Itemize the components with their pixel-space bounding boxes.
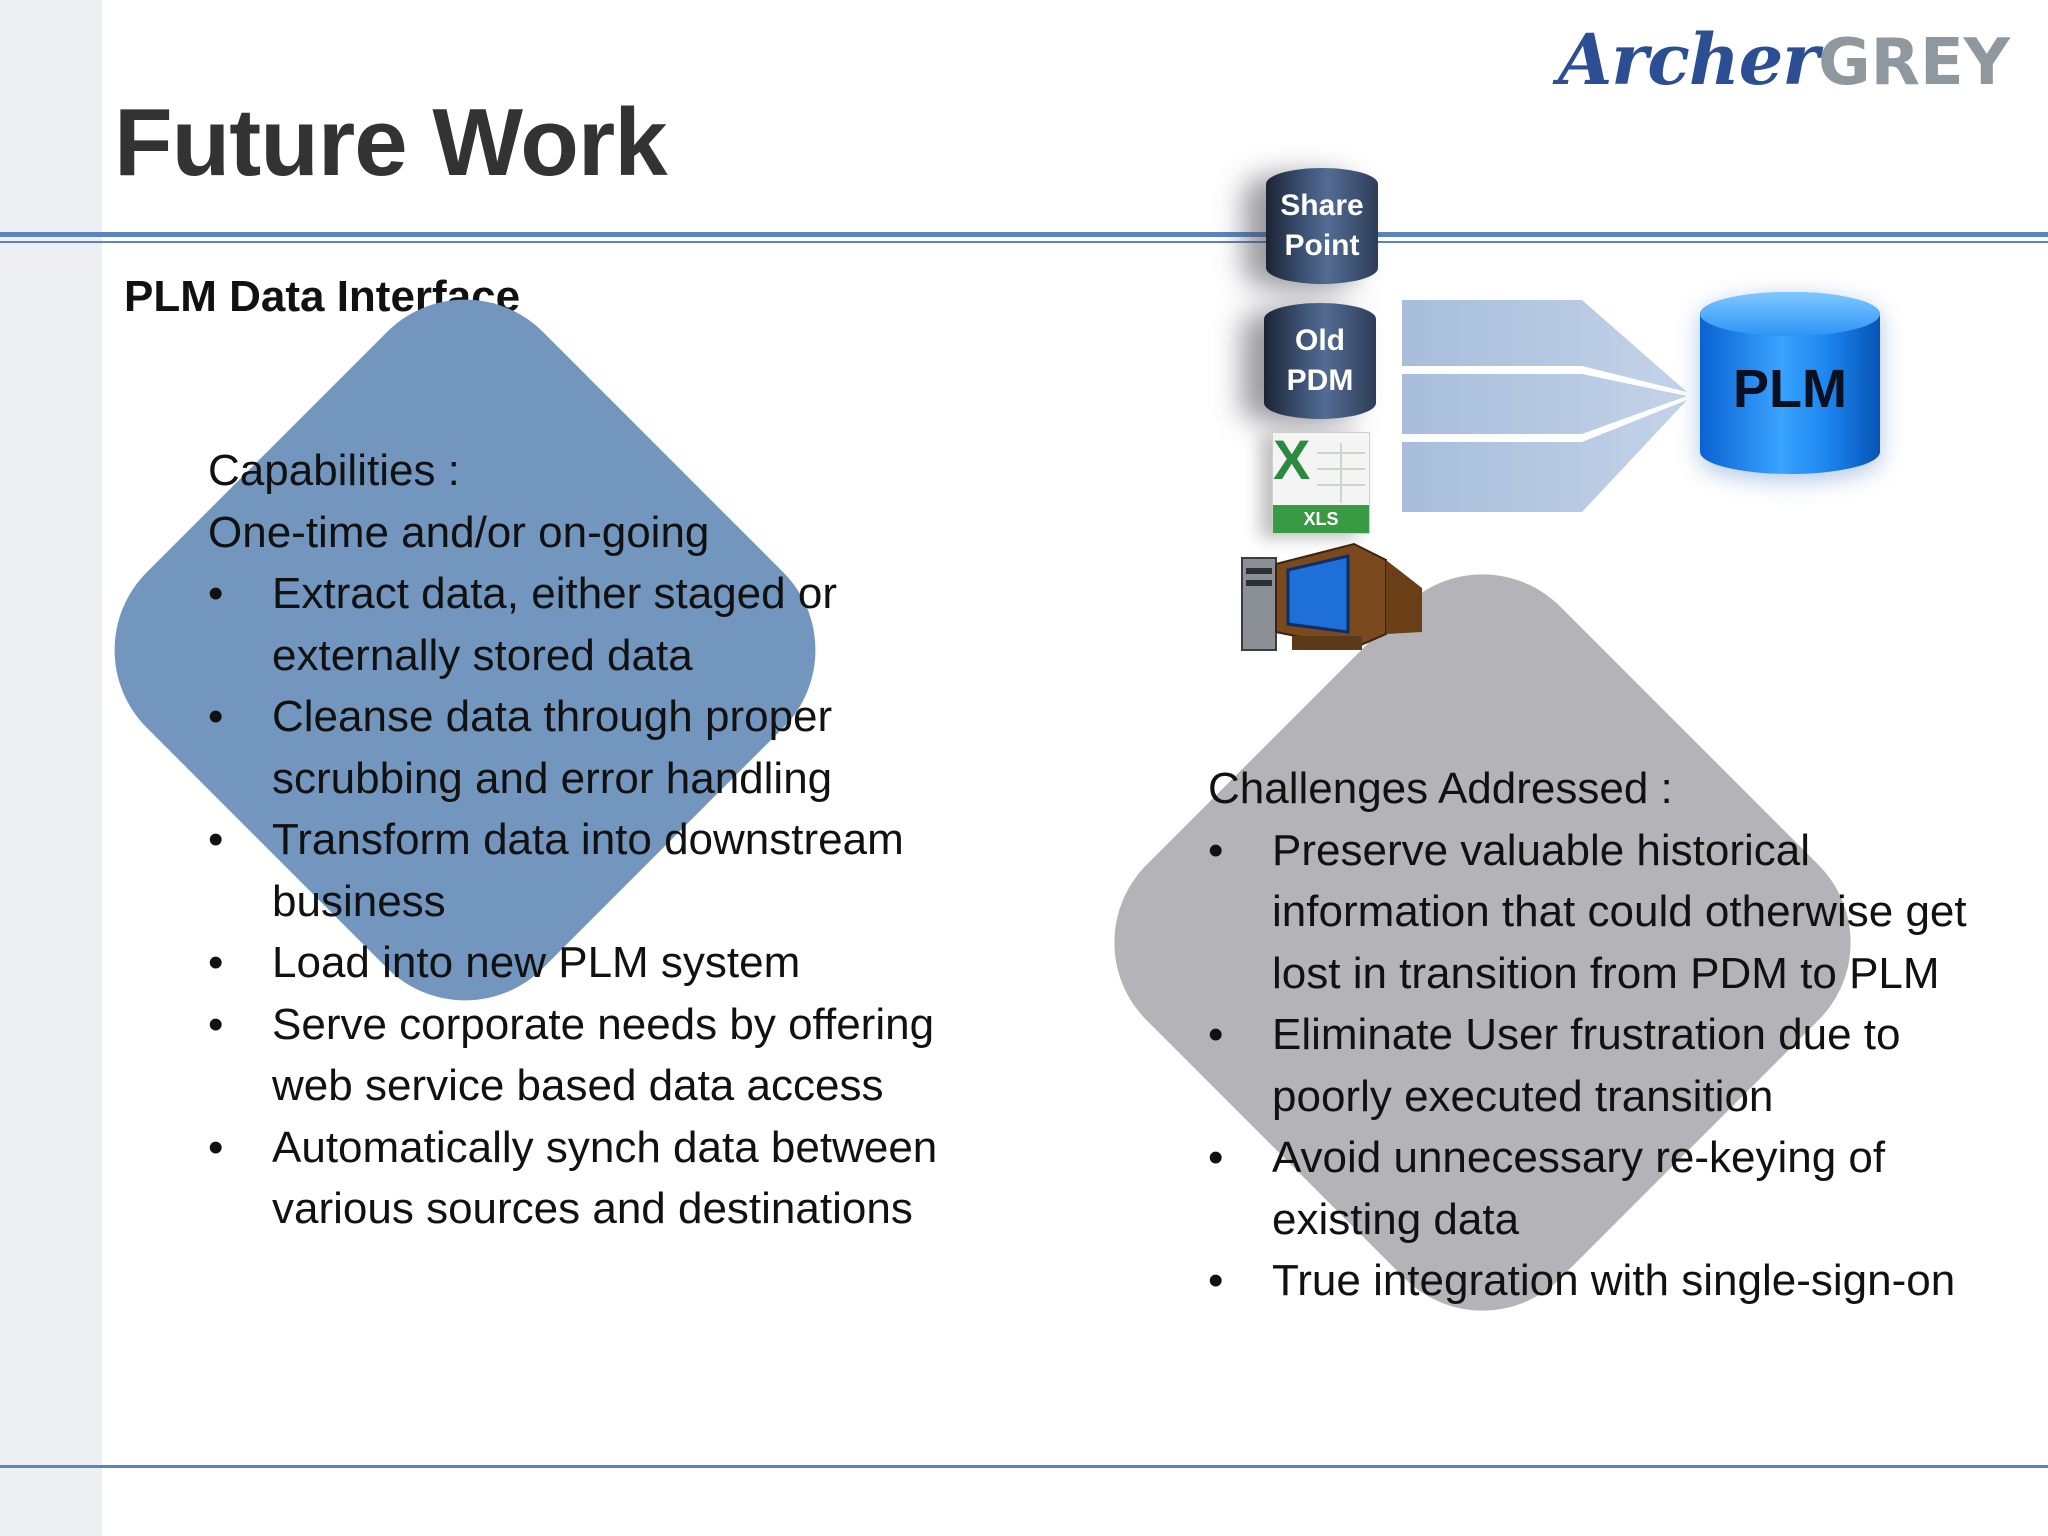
excel-xls-label: XLS <box>1273 505 1369 533</box>
capabilities-heading: Capabilities : <box>208 446 460 495</box>
list-item: • Load into new PLM system <box>208 932 1008 994</box>
list-item: • Transform data into downstream business <box>208 809 1008 932</box>
list-item: • Serve corporate needs by offering web s… <box>208 994 1008 1117</box>
list-item-text: Transform data into downstream business <box>272 815 904 926</box>
header-divider-thin <box>0 241 2048 243</box>
excel-file-icon: X XLS <box>1272 428 1370 534</box>
bullet-icon: • <box>208 938 224 987</box>
sharepoint-database-icon: Share Point <box>1266 168 1378 284</box>
list-item: • True integration with single-sign-on <box>1208 1250 2048 1312</box>
bullet-icon: • <box>1208 1256 1224 1305</box>
list-item-text: Extract data, either staged or externall… <box>272 569 837 680</box>
challenges-block: Challenges Addressed : • Preserve valuabl… <box>1208 758 2048 1312</box>
bullet-icon: • <box>208 1122 224 1172</box>
list-item: • Extract data, either staged or external… <box>208 563 1008 686</box>
list-item-text: Eliminate User frustration due to poorly… <box>1272 1010 1901 1121</box>
list-item-text: Automatically synch data between various… <box>272 1122 938 1234</box>
bullet-icon: • <box>1208 825 1224 875</box>
archergrey-logo: ArcherGREY <box>1558 18 2010 101</box>
capabilities-block: Capabilities : One-time and/or on-going … <box>208 440 1008 1240</box>
merge-arrow-icon <box>1402 300 1687 512</box>
list-item-text: Load into new PLM system <box>272 938 801 987</box>
computer-icon <box>1241 542 1422 651</box>
capabilities-list: • Extract data, either staged or external… <box>208 563 1008 1240</box>
sharepoint-label-line2: Point <box>1284 229 1360 262</box>
sharepoint-label-line1: Share <box>1280 189 1364 222</box>
header-divider <box>0 232 2048 237</box>
list-item: • Cleanse data through proper scrubbing a… <box>208 686 1008 809</box>
list-item: • Preserve valuable historical informatio… <box>1208 820 2048 1005</box>
old-pdm-label-line1: Old <box>1295 324 1345 357</box>
list-item-text: Avoid unnecessary re-keying of existing … <box>1272 1133 1886 1244</box>
bullet-icon: • <box>208 692 224 741</box>
capabilities-subheading: One-time and/or on-going <box>208 507 710 557</box>
bullet-icon: • <box>1208 1133 1224 1182</box>
challenges-heading: Challenges Addressed : <box>1208 764 1673 813</box>
list-item-text: True integration with single-sign-on <box>1272 1256 1956 1305</box>
excel-x-glyph: X <box>1273 428 1311 491</box>
bullet-icon: • <box>208 999 224 1049</box>
list-item-text: Serve corporate needs by offering web se… <box>272 999 935 1111</box>
list-item: • Avoid unnecessary re-keying of existing… <box>1208 1127 2048 1250</box>
list-item: • Eliminate User frustration due to poorl… <box>1208 1004 2048 1127</box>
list-item-text: Cleanse data through proper scrubbing an… <box>272 692 833 803</box>
list-item-text: Preserve valuable historical information… <box>1272 825 1967 998</box>
bullet-icon: • <box>1208 1010 1224 1059</box>
list-item: • Automatically synch data between variou… <box>208 1117 1008 1240</box>
old-pdm-database-icon: Old PDM <box>1264 303 1376 419</box>
slide-title: Future Work <box>114 89 668 196</box>
old-pdm-label-line2: PDM <box>1286 364 1354 397</box>
logo-archer-text: Archer <box>1558 18 1819 101</box>
bullet-icon: • <box>208 569 224 618</box>
plm-database-label: PLM <box>1733 359 1847 419</box>
bullet-icon: • <box>208 815 224 864</box>
footer-divider <box>0 1465 2048 1468</box>
left-margin-strip <box>0 0 102 1536</box>
challenges-list: • Preserve valuable historical informatio… <box>1208 820 2048 1312</box>
excel-grid-lines <box>1317 443 1365 503</box>
plm-database-icon: PLM <box>1700 292 1880 474</box>
logo-grey-text: GREY <box>1818 26 2010 100</box>
